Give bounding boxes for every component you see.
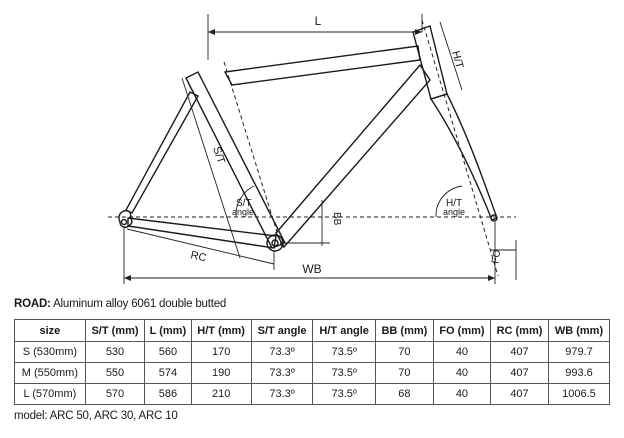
column-header: S/T angle bbox=[250, 319, 314, 342]
svg-text:angle: angle bbox=[443, 207, 465, 217]
table-cell: 73.5º bbox=[312, 383, 376, 405]
table-row: M (550mm) 550 574 190 73.3º 73.5º 70 40 … bbox=[14, 362, 611, 384]
model-footnote: model: ARC 50, ARC 30, ARC 10 bbox=[14, 410, 178, 422]
table-cell: 73.3º bbox=[250, 383, 314, 405]
wheelbase-label: WB bbox=[302, 262, 321, 276]
svg-text:angle: angle bbox=[232, 207, 254, 217]
seat-tube-angle-label: S/T bbox=[236, 198, 252, 209]
bb-label: BB bbox=[331, 212, 342, 226]
table-cell: 574 bbox=[144, 362, 192, 384]
seat-tube-dimension: S/T bbox=[181, 77, 241, 259]
column-header: BB (mm) bbox=[374, 319, 434, 342]
wheelbase-dimension: WB bbox=[123, 222, 496, 284]
frame-geometry-diagram: L H/T S/T S/T angle H/T angle BB RC bbox=[108, 14, 517, 284]
table-cell: 407 bbox=[490, 383, 549, 405]
table-cell: 560 bbox=[144, 341, 192, 363]
column-header: H/T angle bbox=[312, 319, 376, 342]
column-header: S/T (mm) bbox=[84, 319, 146, 342]
head-tube-angle: H/T angle bbox=[435, 185, 465, 218]
length-label: L bbox=[315, 14, 322, 28]
seat-tube-axis bbox=[223, 61, 283, 249]
table-cell: 993.6 bbox=[547, 362, 611, 384]
fork bbox=[429, 93, 498, 221]
table-cell: 407 bbox=[490, 362, 549, 384]
table-cell: 40 bbox=[432, 383, 492, 405]
front-dropout bbox=[490, 214, 498, 222]
column-header: L (mm) bbox=[144, 319, 192, 342]
column-header: H/T (mm) bbox=[190, 319, 252, 342]
table-cell: 73.5º bbox=[312, 341, 376, 363]
table-cell: 1006.5 bbox=[547, 383, 611, 405]
table-cell: 68 bbox=[374, 383, 434, 405]
table-cell: 70 bbox=[374, 341, 434, 363]
table-cell: 407 bbox=[490, 341, 549, 363]
table-cell: S (530mm) bbox=[14, 341, 86, 363]
table-cell: 210 bbox=[190, 383, 252, 405]
column-header: size bbox=[14, 319, 86, 342]
table-row: L (570mm) 570 586 210 73.3º 73.5º 68 40 … bbox=[14, 383, 611, 405]
table-cell: 979.7 bbox=[547, 341, 611, 363]
table-cell: 40 bbox=[432, 362, 492, 384]
head-tube-dimension: H/T bbox=[439, 21, 465, 91]
table-cell: M (550mm) bbox=[14, 362, 86, 384]
table-cell: 550 bbox=[84, 362, 146, 384]
fork-offset-label: FO bbox=[490, 249, 503, 265]
table-cell: 530 bbox=[84, 341, 146, 363]
table-row: S (530mm) 530 560 170 73.3º 73.5º 70 40 … bbox=[14, 341, 611, 363]
column-header: RC (mm) bbox=[490, 319, 549, 342]
geometry-table: size S/T (mm) L (mm) H/T (mm) S/T angle … bbox=[14, 319, 611, 405]
fork-offset-dimension: FO bbox=[490, 240, 517, 280]
table-cell: 73.3º bbox=[250, 362, 314, 384]
table-cell: 170 bbox=[190, 341, 252, 363]
head-tube-axis bbox=[421, 19, 499, 277]
top-tube bbox=[223, 45, 421, 86]
table-cell: 190 bbox=[190, 362, 252, 384]
column-header: FO (mm) bbox=[432, 319, 492, 342]
table-cell: 73.3º bbox=[250, 341, 314, 363]
table-cell: 70 bbox=[374, 362, 434, 384]
table-cell: 40 bbox=[432, 341, 492, 363]
head-tube-angle-label: H/T bbox=[446, 198, 462, 209]
column-header: WB (mm) bbox=[547, 319, 611, 342]
rear-center-dimension: RC bbox=[126, 228, 275, 270]
down-tube bbox=[275, 63, 431, 249]
seat-tube-label: S/T bbox=[210, 145, 227, 165]
rear-center-label: RC bbox=[189, 249, 207, 264]
chain-stay bbox=[127, 217, 277, 249]
table-cell: 73.5º bbox=[312, 362, 376, 384]
table-cell: L (570mm) bbox=[14, 383, 86, 405]
length-dimension: L bbox=[207, 14, 423, 60]
bicycle-frame bbox=[118, 25, 498, 252]
head-tube-label: H/T bbox=[449, 50, 465, 70]
table-header-row: size S/T (mm) L (mm) H/T (mm) S/T angle … bbox=[14, 319, 611, 342]
seat-stay bbox=[125, 91, 199, 214]
seat-tube-angle: S/T angle bbox=[232, 185, 255, 218]
table-cell: 586 bbox=[144, 383, 192, 405]
bb-drop-dimension: BB bbox=[282, 200, 342, 246]
table-cell: 570 bbox=[84, 383, 146, 405]
frame-material-caption: ROAD: Aluminum alloy 6061 double butted bbox=[14, 298, 227, 310]
